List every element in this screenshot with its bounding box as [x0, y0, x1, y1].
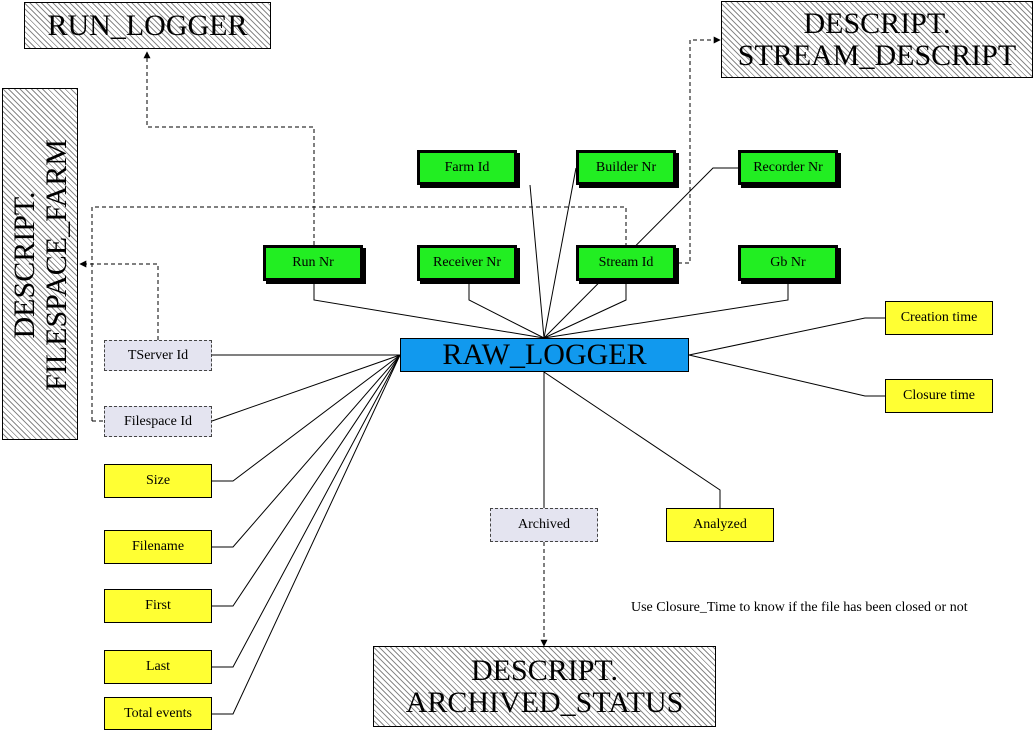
link-filespace-id [211, 354, 401, 422]
builder-nr-label: Builder Nr [595, 159, 657, 175]
filename-field: Filename [104, 530, 212, 564]
size-field: Size [104, 464, 212, 498]
total-events-label: Total events [124, 705, 192, 721]
last-label: Last [145, 659, 171, 674]
tserver-id-field: TServer Id [104, 340, 212, 371]
analyzed-label: Analyzed [693, 517, 747, 532]
filespace-farm-table: DESCRIPT. FILESPACE_FARM [2, 88, 78, 440]
analyzed-field: Analyzed [666, 508, 774, 542]
receiver-nr-label: Receiver Nr [432, 255, 502, 270]
recorder-nr-field: Recorder Nr [738, 150, 838, 185]
first-field: First [104, 589, 212, 623]
size-label: Size [145, 473, 171, 488]
run-nr-label: Run Nr [292, 255, 334, 270]
gb-nr-label: Gb Nr [770, 255, 806, 270]
archived-field: Archived [490, 508, 598, 542]
farm-id-field: Farm Id [417, 150, 517, 185]
link-total-events [212, 354, 401, 715]
link-analyzed [543, 371, 721, 508]
closure-time-field: Closure time [885, 379, 993, 413]
creation-time-field: Creation time [885, 301, 993, 335]
link-creation-time [688, 317, 885, 356]
archived-status-label: DESCRIPT. ARCHIVED_STATUS [405, 653, 684, 719]
first-label: First [145, 598, 171, 613]
builder-nr-field: Builder Nr [576, 150, 676, 185]
run-nr-field: Run Nr [263, 245, 363, 281]
stream-id-field: Stream Id [576, 245, 676, 281]
gb-nr-field: Gb Nr [738, 245, 838, 281]
link-run-nr [313, 281, 545, 339]
run-logger-label: RUN_LOGGER [47, 8, 248, 42]
farm-id-label: Farm Id [444, 159, 490, 175]
link-receiver-nr [468, 281, 545, 339]
ref-filespace-farm-loop [91, 206, 627, 421]
link-size [212, 354, 401, 482]
filespace-id-field: Filespace Id [104, 406, 212, 437]
link-closure-time [688, 354, 885, 397]
link-filename [212, 354, 401, 548]
link-first [212, 354, 401, 607]
run-logger-table: RUN_LOGGER [24, 2, 271, 49]
stream-descript-label: DESCRIPT. STREAM_DESCRIPT [737, 6, 1017, 72]
archived-label: Archived [517, 517, 571, 532]
link-stream-id [543, 281, 627, 339]
tserver-id-label: TServer Id [127, 347, 189, 363]
creation-time-label: Creation time [900, 310, 978, 325]
recorder-nr-label: Recorder Nr [753, 159, 823, 175]
filename-label: Filename [131, 539, 185, 554]
stream-descript-table: DESCRIPT. STREAM_DESCRIPT [721, 1, 1033, 78]
stream-id-label: Stream Id [598, 255, 654, 270]
link-farm-id [529, 184, 545, 339]
total-events-field: Total events [104, 697, 212, 730]
raw-logger-table: RAW_LOGGER [400, 338, 689, 372]
link-last [212, 354, 401, 668]
link-gb-nr [543, 281, 789, 339]
raw-logger-label: RAW_LOGGER [442, 338, 647, 371]
receiver-nr-field: Receiver Nr [417, 245, 517, 281]
ref-stream-descript [678, 36, 721, 264]
archived-status-table: DESCRIPT. ARCHIVED_STATUS [373, 646, 716, 727]
ref-run-logger [143, 51, 315, 245]
link-recorder-nr [543, 167, 738, 339]
closure-time-label: Closure time [903, 388, 975, 403]
last-field: Last [104, 650, 212, 684]
link-builder-nr [543, 167, 577, 339]
closure-time-note: Use Closure_Time to know if the file has… [631, 600, 968, 615]
ref-filespace-farm-tserver [79, 260, 159, 340]
filespace-farm-label: DESCRIPT. FILESPACE_FARM [8, 139, 73, 391]
filespace-id-label: Filespace Id [123, 413, 193, 429]
